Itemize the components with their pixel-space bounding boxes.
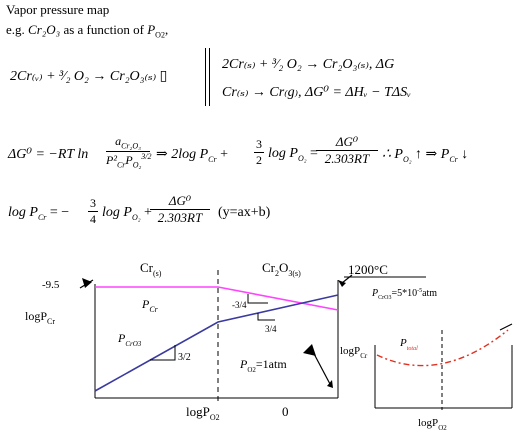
slope-triangle-neg34 [247,294,268,304]
po2-label: PO2=1atm [239,357,287,374]
pcro3-line-label: PCrO3 [117,331,142,348]
temp-arrowhead [338,280,346,287]
tick-arrowhead [82,278,92,288]
temperature-label: 1200°C [348,262,388,277]
final-note: (y=ax+b) [218,205,271,220]
subtitle-prefix: e.g. [6,22,29,37]
slope-triangle-34 [257,313,275,321]
subtitle-mid: as a function of [60,22,148,37]
brace-left-bar [205,48,208,106]
gibbs-left: ΔG⁰ = −RT ln [8,147,89,162]
y-tick-label: -9.5 [42,279,60,291]
subtitle-var: P [147,22,156,37]
page-title: Vapor pressure map [6,2,110,17]
x-axis-label: logPO2 [186,404,220,422]
inset-arrow [499,323,513,331]
inset-total-label: Ptotal [399,337,418,352]
subtitle-compound: Cr₂O₃ [28,22,61,37]
x-zero-label: 0 [282,404,289,419]
pcro3-line [94,294,339,392]
page-subtitle: e.g. Cr₂O₃ as a function of PO2, [6,22,168,40]
vapor-pressure-diagram: -9.5 logPCr Cr(s) Cr2O3(s) 1200°C PCrO3=… [25,260,513,432]
temp-arrow [341,274,353,284]
gibbs-conclusion: ∴ PO₂ ↑ ⇒ PCr ↓ [382,147,469,164]
reaction-right-1: 2Cr₍ₛ₎ + ³⁄₂ O₂ → Cr₂O₃₍ₛ₎, ΔG [222,57,395,72]
slope-neg34-label: -3/4 [232,300,247,310]
inset-y-label: logPCr [340,345,368,360]
final-logp: log PO₂ + [102,205,152,222]
slope-32-label: 3/2 [178,352,191,363]
pcr-line [95,286,339,311]
po2-arrowhead-up [303,344,316,356]
gibbs-denominator: P²CrPO₂3/2 [106,152,152,170]
inset-total-curve [376,329,509,367]
slope-34-label: 3/4 [265,324,277,334]
region-oxide-label: Cr2O3(s) [262,260,301,278]
reaction-left: 2Cr₍ᵥ₎ + ³⁄₂ O₂ → Cr₂O₃₍ₛ₎ ▯ [10,69,168,84]
subtitle-var-sub: O2 [155,30,165,40]
brace-right-bar [209,48,212,106]
reaction-right-2: Cr₍ₛ₎ → Cr₍g₎, ΔG⁰ = ΔHᵥ − TΔSᵥ [222,85,412,100]
gibbs-numerator: aCr₂O₃ [106,134,150,153]
y-axis-label: logPCr [25,309,55,326]
gibbs-fraction: aCr₂O₃ P²CrPO₂3/2 [106,134,152,170]
final-left: log PCr = − [8,205,70,222]
pcr-line-label: PCr [141,297,159,314]
gibbs-mid: ⇒ 2log PCr + [156,147,229,164]
po2-arrowhead-down [327,380,333,388]
region-cr-label: Cr(s) [140,260,162,278]
gibbs-logp: log PO₂ = [268,146,318,163]
inset-x-label: logPO2 [418,417,447,432]
pcro3-value-label: PCrO3=5*10-5atm [371,288,437,301]
subtitle-suffix: , [164,22,169,37]
slope-triangle-32 [150,345,176,361]
